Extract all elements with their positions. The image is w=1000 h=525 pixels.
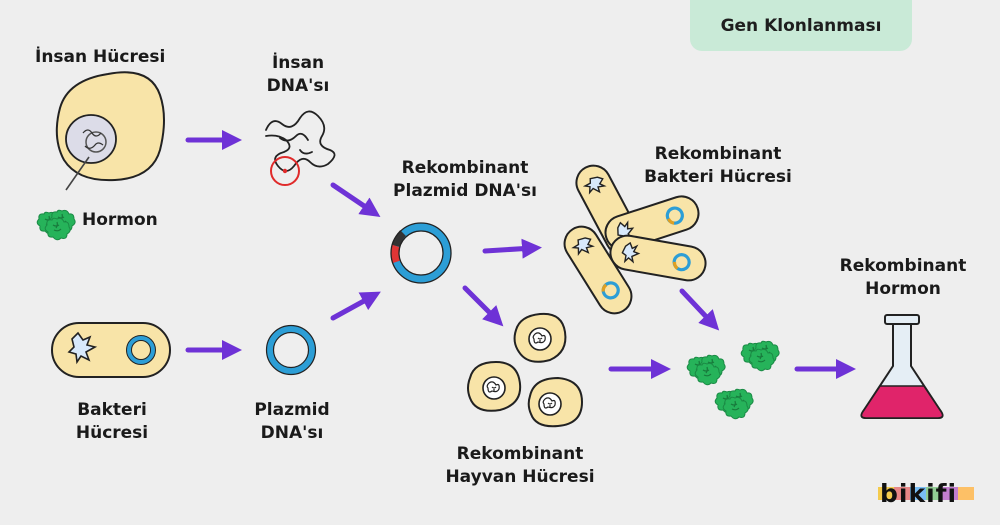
produced-hormones (687, 341, 779, 419)
hormone-flask (860, 314, 944, 419)
arrow-to-animal-cells (462, 285, 504, 327)
label-plasmid-line2: DNA'sı (260, 423, 324, 443)
label-recombinant-animal-line1: Rekombinant (456, 444, 584, 464)
label-human-cell: İnsan Hücresi (35, 47, 166, 67)
label-recombinant-bacteria-line2: Bakteri Hücresi (644, 167, 792, 187)
logo-text: bikifi (880, 479, 957, 508)
arrow-to-bacteria (482, 238, 542, 259)
label-recombinant-hormone-line2: Hormon (865, 279, 941, 299)
label-plasmid-line1: Plazmid (254, 400, 330, 420)
arrow-bacteria-to-hormone (679, 288, 720, 331)
arrow-plasmid-to-recombinant (330, 291, 381, 321)
label-recombinant-hormone-line1: Rekombinant (839, 256, 967, 276)
page-title: Gen Klonlanması (720, 15, 882, 36)
label-human-dna-line1: İnsan (271, 53, 325, 73)
human-cell (55, 71, 165, 191)
label-hormone: Hormon (82, 210, 158, 230)
label-recombinant-plasmid-line1: Rekombinant (401, 158, 529, 178)
label-recombinant-plasmid-line2: Plazmid DNA'sı (393, 181, 537, 201)
label-bacteria-line1: Bakteri (77, 400, 147, 420)
bikifi-logo: bikifi (878, 479, 974, 508)
plasmid-dna (265, 324, 317, 376)
recombinant-animal-cells (467, 312, 584, 428)
bacteria-cell (51, 322, 171, 378)
label-bacteria-line2: Hücresi (75, 423, 149, 443)
label-recombinant-animal-line2: Hayvan Hücresi (445, 467, 595, 487)
human-dna (265, 110, 336, 172)
label-human-dna-line2: DNA'sı (266, 76, 330, 96)
title-badge: Gen Klonlanması (690, 0, 912, 51)
arrow-dna-to-recombinant (330, 182, 381, 218)
process-arrows (185, 130, 856, 379)
gene-segment-marker (270, 156, 300, 186)
hormone-molecule (37, 210, 75, 240)
label-recombinant-bacteria-line1: Rekombinant (654, 144, 782, 164)
recombinant-plasmid (390, 222, 452, 284)
